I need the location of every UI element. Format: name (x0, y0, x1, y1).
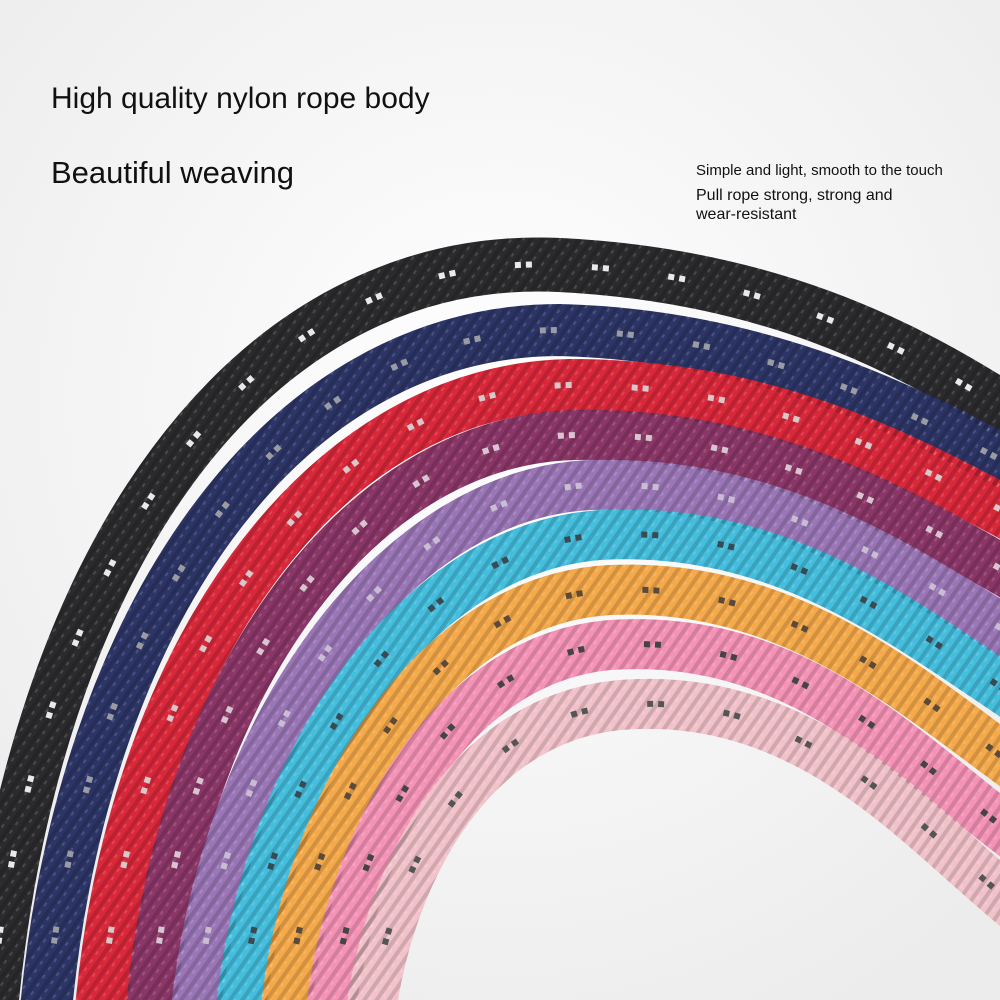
side-text-line-2: Pull rope strong, strong and wear-resist… (696, 187, 893, 223)
headline-line-1: High quality nylon rope body (51, 82, 430, 115)
side-text-line-1: Simple and light, smooth to the touch (696, 162, 943, 179)
headline-line-2: Beautiful weaving (51, 155, 294, 190)
reflective-tracers (0, 261, 1000, 1000)
